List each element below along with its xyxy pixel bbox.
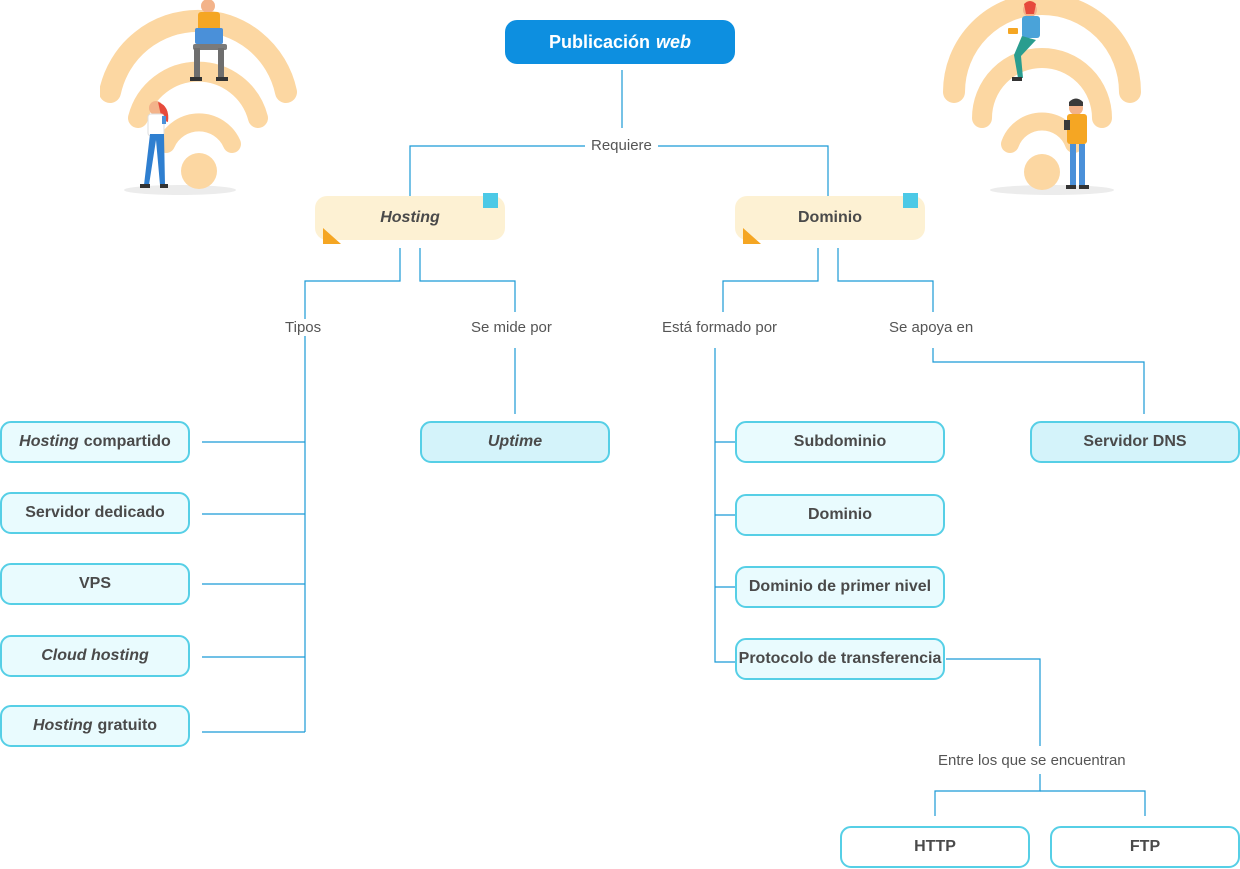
wifi-illustration-right bbox=[943, 0, 1141, 195]
corner-triangle-icon bbox=[323, 228, 341, 244]
leaf-cloud-hosting: Cloud hosting bbox=[0, 635, 190, 677]
root-label: Publicación bbox=[548, 31, 650, 52]
leaf-protocolo-transferencia: Protocolo de transferencia bbox=[735, 638, 945, 680]
leaf-label-emphasis: Hosting bbox=[19, 433, 79, 450]
leaf-label-emphasis: Cloud hosting bbox=[41, 647, 149, 664]
corner-square-icon bbox=[483, 193, 498, 208]
category-node-hosting: Hosting bbox=[315, 193, 505, 244]
leaf-dominio-primer-nivel: Dominio de primer nivel bbox=[735, 566, 945, 608]
link-label-relies-on: Se apoya en bbox=[883, 319, 980, 336]
category-label: Hosting bbox=[380, 209, 440, 226]
leaf-servidor-dedicado: Servidor dedicado bbox=[0, 492, 190, 534]
wifi-icon bbox=[943, 0, 1141, 153]
link-label-measured-by: Se mide por bbox=[465, 319, 558, 336]
leaf-vps: VPS bbox=[0, 563, 190, 605]
root-label-emphasis: web bbox=[656, 31, 692, 52]
person-laptop-icon bbox=[190, 0, 228, 81]
leaf-label: VPS bbox=[78, 575, 111, 592]
link-label-types: Tipos bbox=[279, 319, 328, 336]
leaf-ftp: FTP bbox=[1050, 826, 1240, 868]
person-phone-icon bbox=[1064, 98, 1089, 189]
leaf-label: Uptime bbox=[487, 433, 543, 450]
leaf-http: HTTP bbox=[840, 826, 1030, 868]
link-label-formed-by: Está formado por bbox=[656, 319, 784, 336]
link-label-requires: Requiere bbox=[585, 137, 658, 154]
leaf-label: compartido bbox=[83, 433, 171, 450]
root-node-publicacion-web: Publicación web bbox=[505, 20, 735, 64]
leaf-label-emphasis: Hosting bbox=[32, 717, 93, 734]
leaf-uptime: Uptime bbox=[420, 421, 610, 463]
leaf-label: Subdominio bbox=[793, 433, 887, 450]
leaf-dominio: Dominio bbox=[735, 494, 945, 536]
leaf-label: Dominio de primer nivel bbox=[748, 578, 932, 595]
leaf-label: FTP bbox=[1129, 838, 1161, 855]
corner-square-icon bbox=[903, 193, 918, 208]
link-label-among-them: Entre los que se encuentran bbox=[932, 752, 1132, 769]
leaf-servidor-dns: Servidor DNS bbox=[1030, 421, 1240, 463]
leaf-label: Protocolo de transferencia bbox=[738, 650, 942, 667]
leaf-label: Servidor DNS bbox=[1083, 433, 1187, 450]
person-phone-icon bbox=[140, 101, 169, 188]
leaf-label: Servidor dedicado bbox=[25, 504, 165, 521]
corner-triangle-icon bbox=[743, 228, 761, 244]
category-node-dominio: Dominio bbox=[735, 193, 925, 244]
leaf-label: Dominio bbox=[808, 506, 872, 523]
leaf-label: gratuito bbox=[97, 717, 158, 734]
category-label: Dominio bbox=[798, 209, 862, 226]
leaf-label: HTTP bbox=[914, 838, 956, 855]
leaf-subdominio: Subdominio bbox=[735, 421, 945, 463]
person-phone-icon bbox=[1008, 1, 1040, 81]
wifi-illustration-left bbox=[100, 0, 297, 195]
